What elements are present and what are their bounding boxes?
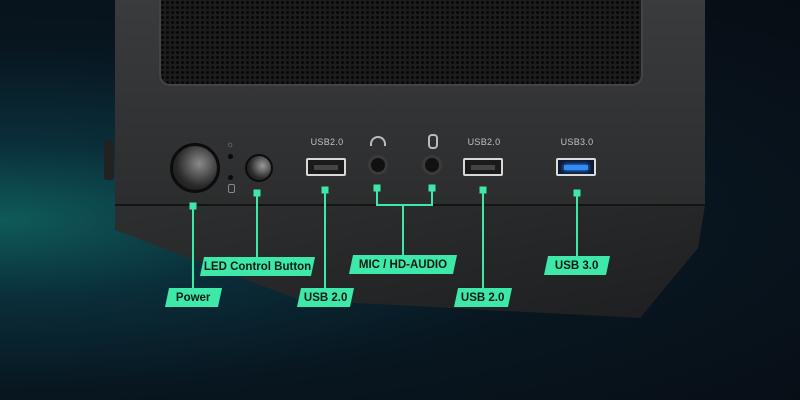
microphone-jack xyxy=(422,155,442,175)
usb2-left-callout: USB 2.0 xyxy=(296,288,355,307)
usb3-callout: USB 3.0 xyxy=(543,256,611,275)
usb2-left-marker xyxy=(321,186,329,194)
led-marker xyxy=(253,189,261,197)
power-button[interactable] xyxy=(170,143,220,193)
audio-leader-line xyxy=(402,204,404,255)
led-control-callout: LED Control Button xyxy=(199,257,316,276)
usb3-marker xyxy=(573,189,581,197)
audio-join-line xyxy=(376,204,433,206)
mic-leader-line xyxy=(431,188,433,205)
usb2-right-port xyxy=(463,158,503,176)
usb2-left-port-label: USB2.0 xyxy=(310,137,344,147)
power-led-dot xyxy=(228,154,233,159)
usb2-left-leader-line xyxy=(324,190,326,288)
power-leader-line xyxy=(192,206,194,288)
led-indicator-icon: ☼ xyxy=(226,139,235,149)
usb2-right-callout: USB 2.0 xyxy=(453,288,513,307)
led-leader-line xyxy=(256,193,258,257)
audio-callout: MIC / HD-AUDIO xyxy=(348,255,458,274)
usb2-right-marker xyxy=(479,186,487,194)
usb2-right-port-label: USB2.0 xyxy=(467,137,501,147)
headphone-jack xyxy=(368,155,388,175)
usb2-left-port xyxy=(306,158,346,176)
hdd-led-dot xyxy=(228,175,233,180)
headphone-leader-line xyxy=(376,188,378,205)
power-callout: Power xyxy=(164,288,223,307)
microphone-icon xyxy=(428,134,438,149)
usb3-port-label: USB3.0 xyxy=(560,137,594,147)
headphone-marker xyxy=(373,184,381,192)
usb3-port xyxy=(556,158,596,176)
usb2-right-leader-line xyxy=(482,190,484,288)
led-control-button[interactable] xyxy=(245,154,273,182)
mic-marker xyxy=(428,184,436,192)
usb3-leader-line xyxy=(576,193,578,256)
hdd-icon xyxy=(228,184,235,193)
power-marker xyxy=(189,202,197,210)
headphone-icon xyxy=(370,136,386,146)
